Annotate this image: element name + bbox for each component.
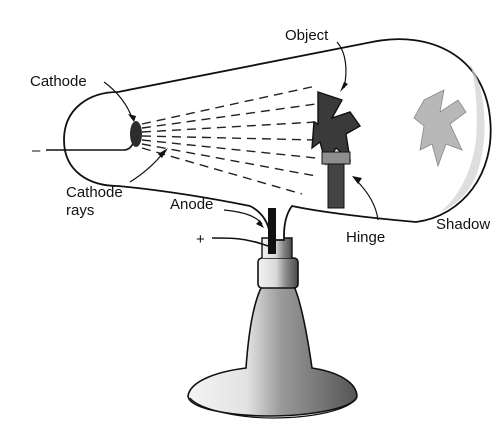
glass-stand xyxy=(187,237,358,419)
label-hinge: Hinge xyxy=(346,229,385,246)
label-cathode-rays-line1: Cathode xyxy=(66,184,123,201)
stand-neck xyxy=(261,237,293,258)
anode-rod xyxy=(268,208,276,254)
label-anode: Anode xyxy=(170,196,213,213)
object-hinge xyxy=(321,151,351,165)
stand-base xyxy=(187,285,358,417)
arrow-cathode-rays xyxy=(158,148,168,158)
sign-negative: – xyxy=(32,142,41,159)
stand-rim xyxy=(189,397,357,419)
arrow-hinge xyxy=(352,176,362,184)
arrow-cathode xyxy=(128,114,136,122)
cross-shadow xyxy=(413,89,467,168)
leader-arrowheads xyxy=(128,82,362,228)
arrow-object xyxy=(340,82,348,92)
maltese-cross-object xyxy=(311,91,362,209)
arrow-anode xyxy=(256,220,264,228)
label-cathode-rays-line2: rays xyxy=(66,202,94,219)
anode-wire xyxy=(211,237,269,247)
ray-7 xyxy=(141,147,303,195)
glass-glow-shading xyxy=(440,64,485,212)
leader-anode xyxy=(223,209,263,225)
cathode-rays xyxy=(141,85,317,195)
label-object: Object xyxy=(285,27,329,44)
label-cathode: Cathode xyxy=(30,73,87,90)
sign-positive: + xyxy=(196,231,205,248)
label-shadow: Shadow xyxy=(436,216,490,233)
stand-collar xyxy=(257,257,299,289)
cathode-disc xyxy=(130,121,142,147)
